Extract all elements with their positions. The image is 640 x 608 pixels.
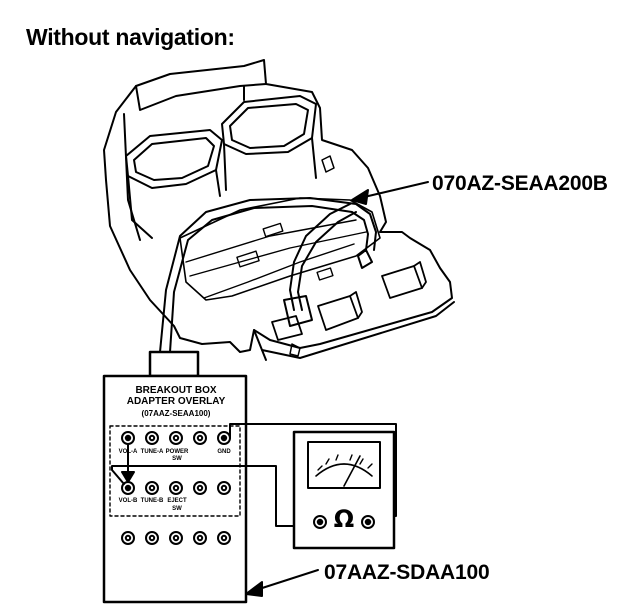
lead-vol-b — [111, 465, 317, 527]
jack-row-3 — [121, 531, 231, 545]
harness-arrowhead — [351, 189, 369, 205]
multimeter-display — [307, 441, 381, 489]
console-unit — [103, 59, 455, 361]
breakout-box-title: BREAKOUT BOX — [135, 385, 217, 396]
cup-holder-right — [221, 95, 317, 155]
multimeter-part-number: 07AAZ-SDAA100 — [324, 561, 490, 584]
leader-arrows — [245, 181, 429, 597]
jack-label-eject-sw: SW — [172, 506, 182, 512]
jack-eject — [169, 481, 183, 495]
harness-cable — [159, 197, 377, 353]
jack-label-eject: EJECT — [167, 498, 187, 504]
jack-r3-1 — [121, 531, 135, 545]
jack-label-vol-b: VOL-B — [118, 498, 138, 504]
breakout-connector-head — [148, 350, 200, 378]
connector-blocks — [271, 261, 427, 341]
circuit-board — [179, 197, 381, 301]
meter-arrowhead — [245, 581, 263, 597]
page-heading: Without navigation: — [26, 24, 235, 50]
vol-jumper — [121, 444, 135, 483]
harness-connector — [283, 295, 313, 327]
meter-terminal-right — [361, 515, 375, 529]
multimeter-needle — [343, 455, 361, 487]
jack-r3-2 — [145, 531, 159, 545]
jack-label-power: POWER — [165, 449, 189, 455]
jack-label-gnd: GND — [217, 449, 231, 455]
meter-leader-line — [255, 569, 319, 591]
jack-tune-b — [145, 481, 159, 495]
jack-spare-3 — [217, 481, 231, 495]
jack-spare-2 — [193, 481, 207, 495]
console-outline — [103, 59, 453, 353]
jack-r3-5 — [217, 531, 231, 545]
multimeter-body — [292, 430, 396, 550]
multimeter — [292, 430, 396, 550]
jack-row-2 — [121, 481, 231, 495]
jack-r3-3 — [169, 531, 183, 545]
harness-leader-line — [359, 181, 429, 199]
breakout-box-subtitle: ADAPTER OVERLAY — [126, 396, 226, 407]
jack-label-tune-b: TUNE-B — [140, 498, 164, 504]
jack-label-power-sw: SW — [172, 456, 182, 462]
jack-tune-a — [145, 431, 159, 445]
jack-label-vol-a: VOL-A — [118, 449, 138, 455]
adapter-overlay-region — [109, 425, 241, 517]
breakout-box-part-number: (07AAZ-SEAA100) — [141, 409, 211, 418]
jack-row-1 — [121, 431, 231, 445]
harness-part-number: 070AZ-SEAA200B — [432, 172, 608, 195]
jack-r3-4 — [193, 531, 207, 545]
ohm-symbol: Ω — [333, 505, 355, 533]
meter-terminal-left — [313, 515, 327, 529]
jack-power — [169, 431, 183, 445]
jack-label-tune-a: TUNE-A — [140, 449, 164, 455]
jack-spare-1 — [193, 431, 207, 445]
